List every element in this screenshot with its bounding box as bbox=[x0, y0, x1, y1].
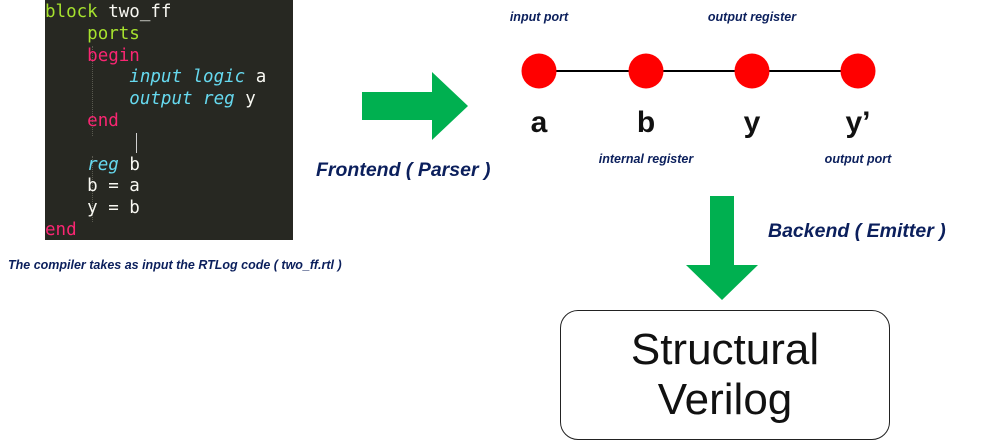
text-cursor bbox=[136, 133, 137, 153]
structural-verilog-box: Structural Verilog bbox=[560, 310, 890, 440]
graph-node-0 bbox=[521, 53, 557, 89]
code-token: block bbox=[45, 2, 109, 22]
frontend-label: Frontend ( Parser ) bbox=[316, 159, 491, 181]
code-token: b bbox=[129, 154, 140, 175]
graph-node-1 bbox=[628, 53, 664, 89]
caption: The compiler takes as input the RTLog co… bbox=[8, 258, 342, 272]
node-letter: y’ bbox=[845, 106, 871, 139]
code-token: y = b bbox=[45, 198, 140, 219]
node-role-label: internal register bbox=[598, 152, 694, 166]
code-token: ports bbox=[87, 23, 140, 44]
code-token: output reg bbox=[129, 89, 246, 110]
code-line: end bbox=[45, 220, 293, 242]
node-letter: b bbox=[636, 106, 656, 139]
code-line: end bbox=[45, 111, 293, 133]
code-line: b = a bbox=[45, 176, 293, 198]
node-role-label: input port bbox=[509, 10, 569, 24]
code-token: a bbox=[255, 67, 267, 88]
code-token: begin bbox=[87, 45, 140, 66]
code-token: end bbox=[45, 219, 77, 240]
node-letter: y bbox=[743, 106, 761, 139]
backend-label: Backend ( Emitter ) bbox=[768, 220, 946, 242]
node-role-label: output port bbox=[824, 152, 892, 166]
code-token: two_ff bbox=[108, 2, 172, 22]
node-letter: a bbox=[530, 106, 548, 139]
graph-node-3 bbox=[840, 53, 876, 89]
code-line: block two_ff bbox=[45, 2, 293, 24]
code-line: begin bbox=[45, 46, 293, 68]
code-token: end bbox=[87, 110, 119, 131]
code-line: output reg y bbox=[45, 89, 293, 111]
backend-arrow bbox=[686, 196, 758, 300]
code-token: b = a bbox=[45, 176, 140, 197]
frontend-arrow bbox=[362, 72, 468, 140]
indent-guide bbox=[92, 156, 93, 222]
code-token: input logic bbox=[129, 67, 256, 88]
code-line: reg b bbox=[45, 155, 293, 177]
code-line: ports bbox=[45, 24, 293, 46]
code-line: input logic a bbox=[45, 67, 293, 89]
indent-guide bbox=[92, 46, 93, 136]
code-token: y bbox=[245, 89, 256, 110]
output-line-2: Verilog bbox=[657, 375, 793, 424]
code-token: reg bbox=[87, 154, 130, 175]
code-lines: block two_ff ports begin input logic a o… bbox=[45, 2, 293, 242]
code-panel: block two_ff ports begin input logic a o… bbox=[45, 0, 293, 240]
node-role-label: output register bbox=[707, 10, 797, 24]
output-line-1: Structural bbox=[630, 325, 820, 374]
code-line: y = b bbox=[45, 198, 293, 220]
graph-node-2 bbox=[734, 53, 770, 89]
graph-nodes bbox=[521, 53, 876, 89]
